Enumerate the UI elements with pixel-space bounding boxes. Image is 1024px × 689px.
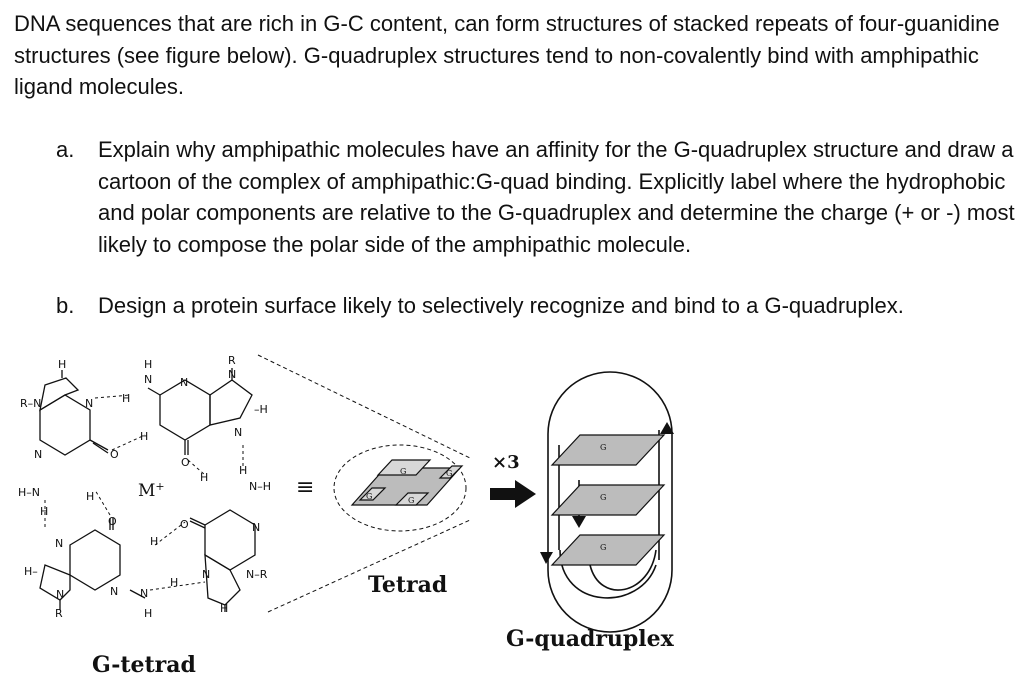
metal-ion-charge: + (155, 480, 164, 493)
g-quadruplex-caption: G-quadruplex (506, 626, 675, 652)
atom-h: H (170, 576, 178, 589)
strand-arrow-down-icon (572, 516, 586, 528)
atom-h: H (239, 464, 247, 477)
g-tetrad-structure (39, 368, 256, 612)
atom-hn: H–N (18, 486, 40, 499)
atom-r: R (228, 354, 236, 367)
atom-h: H (140, 430, 148, 443)
atom-n: N (55, 537, 63, 550)
atom-h: H (40, 505, 48, 518)
question-b-label: b. (56, 293, 75, 318)
atom-o: O (108, 515, 117, 528)
strand-arrow-up-icon (660, 422, 674, 434)
tetrad-guanine-label: G (400, 467, 406, 476)
atom-n: N (202, 568, 210, 581)
atom-h-left: H– (24, 565, 38, 578)
atom-h: H (144, 607, 152, 620)
atom-h: H (144, 358, 152, 371)
atom-h: H (150, 535, 158, 548)
question-a-label: a. (56, 137, 75, 162)
question-a-text: Explain why amphipathic molecules have a… (98, 137, 1015, 257)
atom-n: N (34, 448, 42, 461)
atom-r: R (55, 607, 63, 620)
g-tetrad-caption: G-tetrad (92, 652, 196, 678)
atom-h: H (58, 358, 66, 371)
right-arrow-icon (490, 480, 536, 508)
g-quadruplex-figure: H H N R N R–N N H N –H N N O H O H H N–H… (18, 354, 675, 678)
atom-n: N (85, 397, 93, 410)
atom-h: H (122, 392, 130, 405)
atom-n: N (234, 426, 242, 439)
atom-n: N (144, 373, 152, 386)
atom-o: O (180, 518, 189, 531)
atom-o: O (110, 448, 119, 461)
atom-h: H (86, 490, 94, 503)
g-tetrad-atom-labels: H H N R N R–N N H N –H N N O H O H H N–H… (18, 354, 271, 620)
strand-arrow-down-icon (540, 552, 553, 564)
tetrad-guanine-label: G (408, 496, 414, 505)
atom-n: N (140, 587, 148, 600)
atom-n: N (228, 368, 236, 381)
atom-n: N (180, 376, 188, 389)
stacked-tetrads (550, 434, 666, 566)
equivalence-symbol: ≡ (296, 475, 314, 500)
tetrad-guanine-label: G (446, 469, 452, 478)
atom-n: N (252, 521, 260, 534)
atom-o: O (181, 456, 190, 469)
quad-guanine-label: G (600, 543, 606, 552)
quad-guanine-label: G (600, 443, 606, 452)
atom-n: N (56, 588, 64, 601)
question-b-text: Design a protein surface likely to selec… (98, 293, 904, 318)
atom-rn: R–N (20, 397, 41, 410)
atom-h: H (220, 602, 228, 615)
tetrad-guanine-label: G (366, 492, 372, 501)
tetrad-caption: Tetrad (368, 572, 447, 598)
atom-h: H (200, 471, 208, 484)
metal-ion-label: M+ (138, 480, 165, 501)
tetrad-schematic (350, 459, 464, 506)
multiplier-label: ×3 (492, 452, 520, 473)
atom-n: N (110, 585, 118, 598)
zoom-guides (257, 354, 471, 613)
quad-guanine-label: G (600, 493, 606, 502)
atom-h-single: –H (254, 403, 268, 416)
atom-nh: N–H (249, 480, 271, 493)
atom-nr: N–R (246, 568, 268, 581)
metal-ion-symbol: M (138, 481, 155, 501)
intro-paragraph: DNA sequences that are rich in G-C conte… (14, 11, 1000, 99)
